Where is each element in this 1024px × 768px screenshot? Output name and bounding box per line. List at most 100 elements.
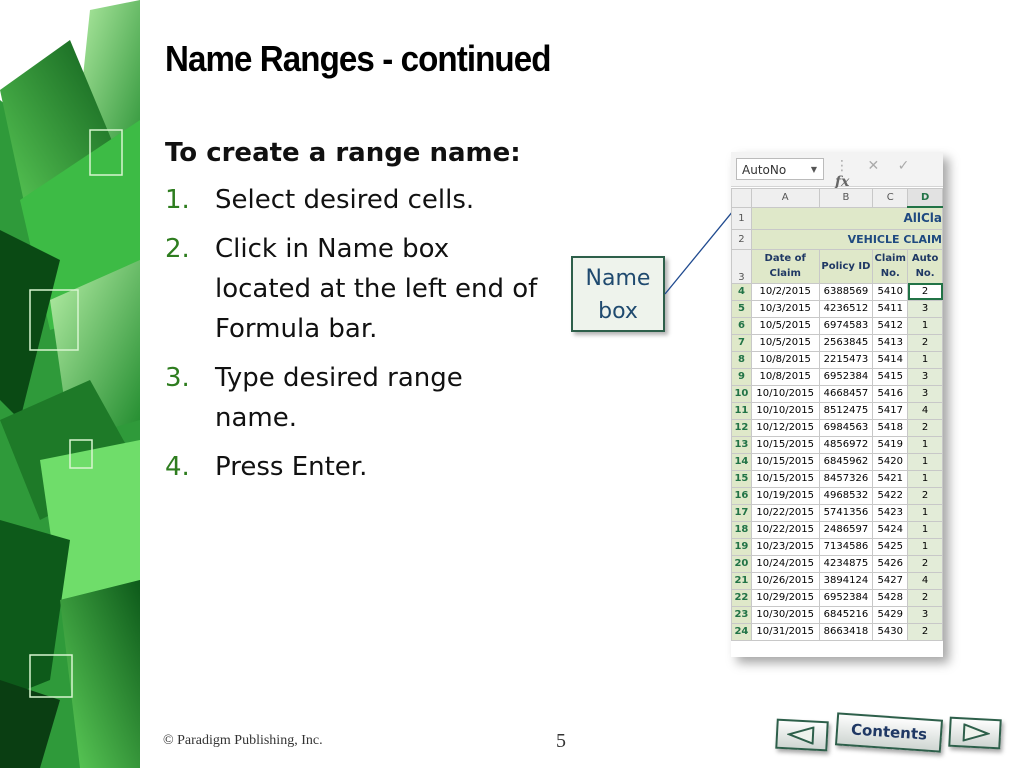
cell-date[interactable]: 10/12/2015 <box>750 418 820 437</box>
cell-policy-id[interactable]: 6952384 <box>818 367 874 386</box>
cell-auto-no[interactable]: 3 <box>907 299 943 318</box>
cell-policy-id[interactable]: 7134586 <box>818 537 874 556</box>
cell-date[interactable]: 10/24/2015 <box>750 554 820 573</box>
cell-auto-no[interactable]: 1 <box>907 452 943 471</box>
row-header[interactable]: 21 <box>731 571 752 590</box>
previous-slide-button[interactable] <box>775 718 829 752</box>
row-header[interactable]: 20 <box>731 554 752 573</box>
name-box[interactable]: AutoNo ▼ <box>736 158 824 180</box>
cell-date[interactable]: 10/23/2015 <box>750 537 820 556</box>
cell-auto-no[interactable]: 4 <box>907 571 943 590</box>
cancel-icon[interactable]: ✕ <box>867 158 880 174</box>
row-header[interactable]: 2 <box>731 228 752 250</box>
cell-claim-no[interactable]: 5410 <box>872 282 909 301</box>
insert-function-icon[interactable]: fx <box>835 174 850 190</box>
cell-auto-no[interactable]: 2 <box>907 333 943 352</box>
cell-auto-no[interactable]: 3 <box>907 605 943 624</box>
cell-policy-id[interactable]: 6845962 <box>818 452 874 471</box>
cell-policy-id[interactable]: 6845216 <box>818 605 874 624</box>
cell-auto-no[interactable]: 1 <box>907 316 943 335</box>
row-header[interactable]: 19 <box>731 537 752 556</box>
cell-policy-id[interactable]: 8457326 <box>818 469 874 488</box>
row-header[interactable]: 22 <box>731 588 752 607</box>
row-header[interactable]: 18 <box>731 520 752 539</box>
row-header[interactable]: 5 <box>731 299 752 318</box>
cell-claim-no[interactable]: 5414 <box>872 350 909 369</box>
dropdown-arrow-icon[interactable]: ▼ <box>810 165 817 174</box>
cell-policy-id[interactable]: 2486597 <box>818 520 874 539</box>
cell-auto-no[interactable]: 1 <box>907 469 943 488</box>
cell-auto-no[interactable]: 2 <box>907 282 943 301</box>
row-header[interactable]: 14 <box>731 452 752 471</box>
cell-date[interactable]: 10/5/2015 <box>750 333 820 352</box>
cell-claim-no[interactable]: 5429 <box>872 605 909 624</box>
cell-claim-no[interactable]: 5427 <box>872 571 909 590</box>
cell-date[interactable]: 10/10/2015 <box>750 401 820 420</box>
cell-date[interactable]: 10/3/2015 <box>750 299 820 318</box>
cell-auto-no[interactable]: 1 <box>907 520 943 539</box>
cell-claim-no[interactable]: 5420 <box>872 452 909 471</box>
cell-date[interactable]: 10/26/2015 <box>750 571 820 590</box>
cell-claim-no[interactable]: 5417 <box>872 401 909 420</box>
cell-claim-no[interactable]: 5415 <box>872 367 909 386</box>
cell-date[interactable]: 10/8/2015 <box>750 367 820 386</box>
cell-auto-no[interactable]: 3 <box>907 384 943 403</box>
cell-claim-no[interactable]: 5424 <box>872 520 909 539</box>
cell-date[interactable]: 10/15/2015 <box>750 452 820 471</box>
cell-policy-id[interactable]: 2563845 <box>818 333 874 352</box>
cell-policy-id[interactable]: 2215473 <box>818 350 874 369</box>
cell-date[interactable]: 10/22/2015 <box>750 503 820 522</box>
cell-policy-id[interactable]: 6388569 <box>818 282 874 301</box>
cell-claim-no[interactable]: 5411 <box>872 299 909 318</box>
column-header-c[interactable]: C <box>872 188 909 208</box>
cell-claim-no[interactable]: 5423 <box>872 503 909 522</box>
cell-policy-id[interactable]: 4234875 <box>818 554 874 573</box>
column-header-b[interactable]: B <box>818 188 874 208</box>
cell-claim-no[interactable]: 5425 <box>872 537 909 556</box>
row-header[interactable]: 12 <box>731 418 752 437</box>
cell-auto-no[interactable]: 3 <box>907 367 943 386</box>
cell-date[interactable]: 10/29/2015 <box>750 588 820 607</box>
sheet-title-cell[interactable]: AllCla <box>750 206 943 230</box>
row-header[interactable]: 10 <box>731 384 752 403</box>
row-header[interactable]: 7 <box>731 333 752 352</box>
cell-date[interactable]: 10/15/2015 <box>750 469 820 488</box>
next-slide-button[interactable] <box>948 716 1002 750</box>
cell-auto-no[interactable]: 2 <box>907 622 943 641</box>
cell-auto-no[interactable]: 1 <box>907 350 943 369</box>
header-cell-policy[interactable]: Policy ID <box>818 248 874 284</box>
cell-auto-no[interactable]: 2 <box>907 486 943 505</box>
cell-auto-no[interactable]: 1 <box>907 435 943 454</box>
row-header[interactable]: 13 <box>731 435 752 454</box>
cell-auto-no[interactable]: 4 <box>907 401 943 420</box>
cell-claim-no[interactable]: 5413 <box>872 333 909 352</box>
cell-policy-id[interactable]: 4968532 <box>818 486 874 505</box>
row-header[interactable]: 11 <box>731 401 752 420</box>
cell-claim-no[interactable]: 5430 <box>872 622 909 641</box>
cell-claim-no[interactable]: 5422 <box>872 486 909 505</box>
cell-claim-no[interactable]: 5421 <box>872 469 909 488</box>
column-header-d[interactable]: D <box>907 188 943 208</box>
cell-policy-id[interactable]: 6974583 <box>818 316 874 335</box>
row-header[interactable]: 17 <box>731 503 752 522</box>
cell-claim-no[interactable]: 5426 <box>872 554 909 573</box>
cell-claim-no[interactable]: 5419 <box>872 435 909 454</box>
cell-policy-id[interactable]: 5741356 <box>818 503 874 522</box>
select-all-corner[interactable] <box>731 188 752 208</box>
row-header[interactable]: 4 <box>731 282 752 301</box>
cell-claim-no[interactable]: 5412 <box>872 316 909 335</box>
cell-policy-id[interactable]: 6984563 <box>818 418 874 437</box>
cell-date[interactable]: 10/8/2015 <box>750 350 820 369</box>
cell-date[interactable]: 10/31/2015 <box>750 622 820 641</box>
cell-date[interactable]: 10/5/2015 <box>750 316 820 335</box>
cell-policy-id[interactable]: 4856972 <box>818 435 874 454</box>
cell-date[interactable]: 10/30/2015 <box>750 605 820 624</box>
cell-policy-id[interactable]: 3894124 <box>818 571 874 590</box>
more-options-icon[interactable]: ⋮ <box>835 158 849 174</box>
cell-claim-no[interactable]: 5416 <box>872 384 909 403</box>
row-header[interactable]: 8 <box>731 350 752 369</box>
column-header-a[interactable]: A <box>750 188 820 208</box>
enter-check-icon[interactable]: ✓ <box>897 158 910 174</box>
row-header[interactable]: 1 <box>731 206 752 230</box>
header-cell-date[interactable]: Date of Claim <box>750 248 820 284</box>
